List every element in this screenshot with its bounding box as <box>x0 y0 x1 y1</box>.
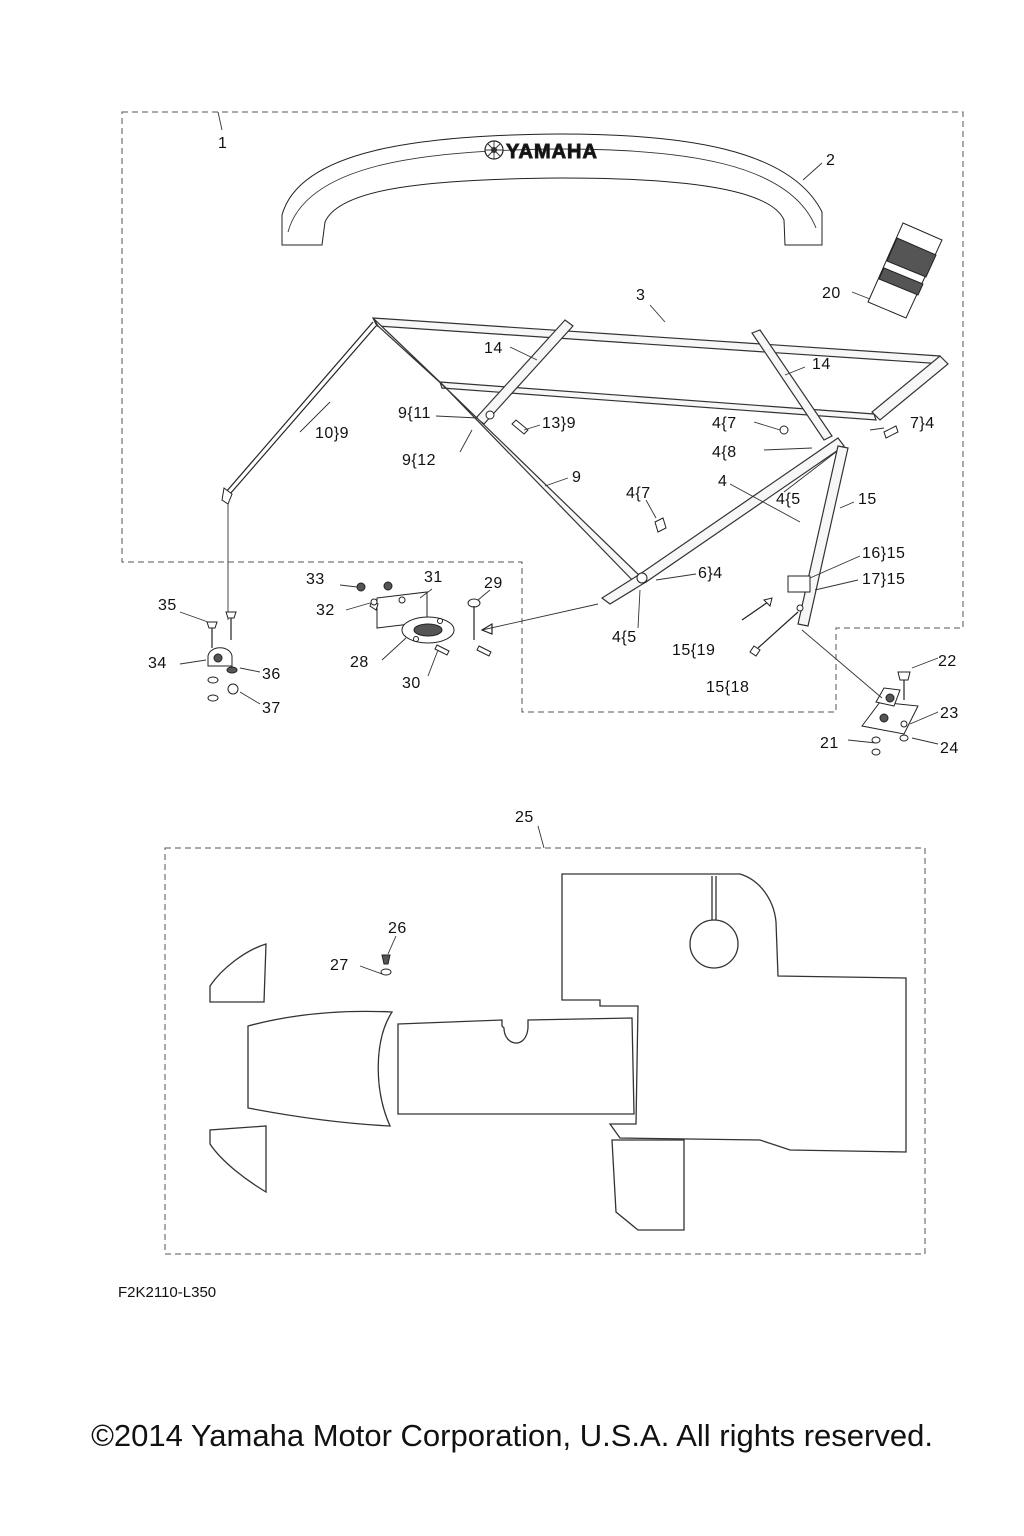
leader-lines <box>179 111 939 975</box>
mat-center-deck <box>397 1017 635 1115</box>
assembly-boundary-1 <box>121 111 964 713</box>
callout-3: 3 <box>636 287 645 304</box>
callout-21: 21 <box>820 735 839 752</box>
support-strut-15 <box>787 445 849 627</box>
callout-13-9: 13}9 <box>542 415 576 432</box>
callout-31: 31 <box>424 569 443 586</box>
hinge-pin-29 <box>467 598 492 657</box>
callout-9: 9 <box>572 469 581 486</box>
callout-23: 23 <box>940 705 959 722</box>
callout-24: 24 <box>940 740 959 757</box>
deck-hinge-28 <box>356 581 455 656</box>
deck-mount-21 <box>861 671 919 756</box>
callout-4-7-mid: 4{7 <box>626 485 651 502</box>
callout-6-4: 6}4 <box>698 565 723 582</box>
callout-35: 35 <box>158 597 177 614</box>
strap-sleeve-16 <box>787 575 811 593</box>
callout-33: 33 <box>306 571 325 588</box>
adjust-strap-18 <box>749 604 804 657</box>
callout-26: 26 <box>388 920 407 937</box>
callout-30: 30 <box>402 675 421 692</box>
callouts: 1 2 3 14 14 20 10}9 9{11 9{12 13}9 9 4{7… <box>148 135 959 974</box>
rear-strap-10 <box>221 321 377 620</box>
callout-9-12: 9{12 <box>402 452 436 469</box>
callout-4: 4 <box>718 473 727 490</box>
callout-7-4: 7}4 <box>910 415 935 432</box>
yamaha-logo-text: YAMAHA <box>506 141 598 163</box>
mat-cockpit <box>561 873 907 1153</box>
callout-17-15: 17}15 <box>862 571 905 588</box>
drawing-code: F2K2110-L350 <box>118 1284 217 1301</box>
bimini-cover-2 <box>281 133 823 246</box>
mat-bow-right <box>209 1125 267 1194</box>
callout-1: 1 <box>218 135 227 152</box>
mat-rear-step <box>611 1139 685 1231</box>
callout-15-18: 15{18 <box>706 679 749 696</box>
mat-front-deck <box>247 1010 394 1127</box>
top-frame-3 <box>371 317 949 421</box>
callout-9-11: 9{11 <box>398 405 431 422</box>
pointer-arrow-deck-mount <box>801 629 883 699</box>
callout-16-15: 16}15 <box>862 545 905 562</box>
mat-set-boundary-25 <box>164 847 926 1255</box>
callout-4-8: 4{8 <box>712 444 737 461</box>
callout-37: 37 <box>262 700 281 717</box>
callout-10-9: 10}9 <box>315 425 349 442</box>
callout-15-19: 15{19 <box>672 642 715 659</box>
callout-20: 20 <box>822 285 841 302</box>
callout-27: 27 <box>330 957 349 974</box>
callout-28: 28 <box>350 654 369 671</box>
bow-tube-9 <box>439 381 645 587</box>
rear-mount-34 <box>206 611 239 702</box>
callout-25: 25 <box>515 809 534 826</box>
callout-2: 2 <box>826 152 835 169</box>
bow-tube-4 <box>600 437 845 605</box>
callout-32: 32 <box>316 602 335 619</box>
storage-boot-20 <box>867 222 943 319</box>
mat-snap-fastener-26 <box>380 954 392 976</box>
callout-14-right: 14 <box>812 356 831 373</box>
callout-34: 34 <box>148 655 167 672</box>
frame-hardware <box>485 410 899 584</box>
callout-14-left: 14 <box>484 340 503 357</box>
callout-15: 15 <box>858 491 877 508</box>
adjust-strap-19 <box>741 597 773 621</box>
mat-bow-left <box>209 943 267 1003</box>
callout-4-7-top: 4{7 <box>712 415 737 432</box>
callout-22: 22 <box>938 653 957 670</box>
callout-4-5-bottom: 4{5 <box>612 629 637 646</box>
bow-tube-14-left <box>475 319 574 425</box>
copyright-notice: ©2014 Yamaha Motor Corporation, U.S.A. A… <box>91 1418 933 1453</box>
callout-4-5-right: 4{5 <box>776 491 801 508</box>
bow-tube-14-right <box>751 329 833 441</box>
pointer-arrow-hinge <box>481 603 599 631</box>
callout-29: 29 <box>484 575 503 592</box>
yamaha-logo: YAMAHA <box>484 140 598 163</box>
callout-36: 36 <box>262 666 281 683</box>
